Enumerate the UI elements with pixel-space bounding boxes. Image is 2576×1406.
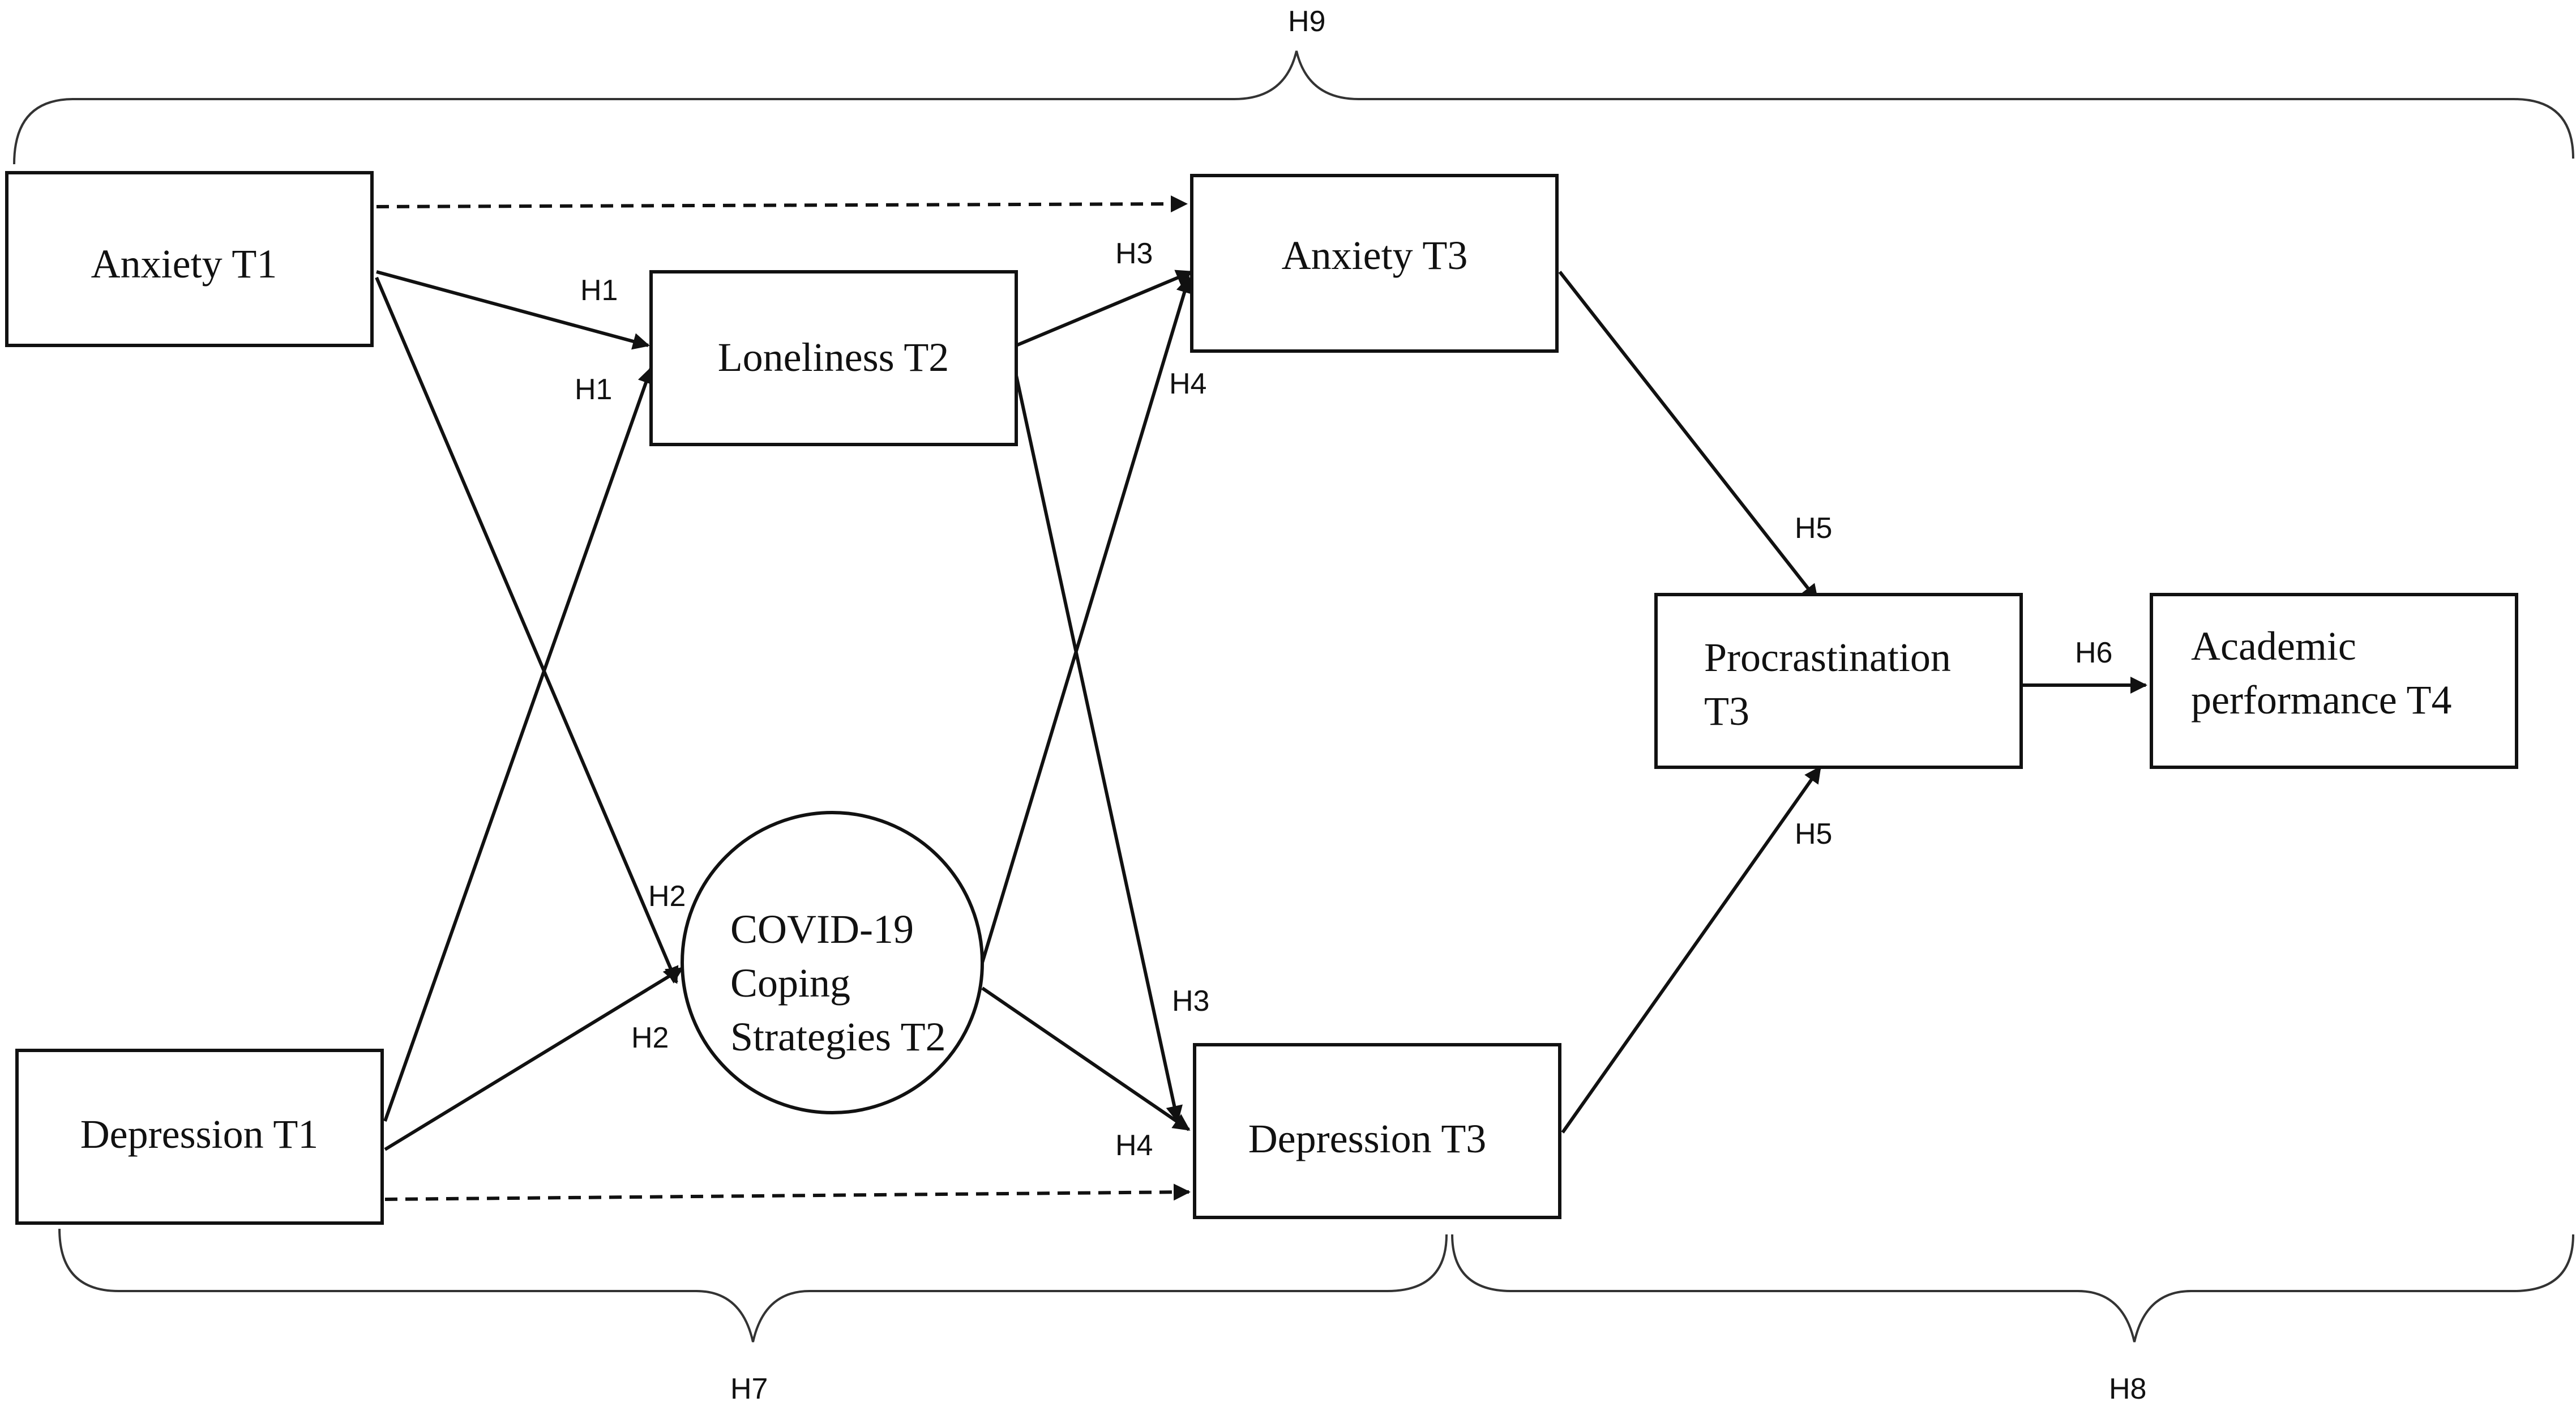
label-h2-lower: H2 (631, 1022, 669, 1054)
label-h7: H7 (730, 1373, 768, 1405)
label-h5-lower: H5 (1795, 818, 1832, 851)
node-coping-t2-label-line3: Strategies T2 (730, 1014, 946, 1059)
label-h3-upper: H3 (1115, 237, 1153, 270)
node-loneliness-t2-label: Loneliness T2 (718, 335, 949, 380)
edge-depression-t3-to-procrastination-t3 (1561, 766, 1822, 1134)
node-depression-t1: Depression T1 (15, 1049, 384, 1225)
node-academic-t4: Academic performance T4 (2150, 593, 2518, 769)
label-h1-upper: H1 (580, 274, 618, 307)
edge-depression-t1-to-loneliness-t2 (383, 366, 654, 1122)
node-procrastination-t3-label-line2: T3 (1704, 689, 1749, 734)
edge-loneliness-t2-to-anxiety-t3 (1015, 270, 1193, 347)
node-anxiety-t1-label: Anxiety T1 (91, 241, 277, 287)
node-procrastination-t3-label-line1: Procrastination (1704, 635, 1951, 680)
brace-h9 (13, 50, 2574, 165)
edge-anxiety-t1-to-coping-t2 (375, 276, 679, 984)
edge-depression-t1-to-depression-t3 (384, 1183, 1191, 1201)
label-h6: H6 (2075, 636, 2112, 669)
node-loneliness-t2: Loneliness T2 (649, 270, 1018, 446)
label-h9: H9 (1288, 5, 1325, 38)
node-procrastination-t3: Procrastination T3 (1654, 593, 2023, 769)
node-academic-t4-label-line1: Academic (2191, 623, 2356, 669)
edge-coping-t2-to-anxiety-t3 (981, 276, 1193, 963)
edge-anxiety-t1-to-anxiety-t3 (376, 195, 1188, 213)
label-h4-upper: H4 (1169, 367, 1206, 400)
node-coping-t2: COVID-19 Coping Strategies T2 (681, 811, 984, 1114)
label-h4-lower: H4 (1115, 1129, 1153, 1162)
node-academic-t4-label-line2: performance T4 (2191, 677, 2451, 723)
node-coping-t2-label-line2: Coping (730, 960, 850, 1006)
edge-anxiety-t3-to-procrastination-t3 (1558, 271, 1819, 602)
brace-h8 (1451, 1234, 2574, 1343)
edge-depression-t1-to-coping-t2 (384, 967, 684, 1151)
node-depression-t3: Depression T3 (1193, 1043, 1561, 1219)
brace-h7 (58, 1228, 1448, 1343)
node-anxiety-t3-label: Anxiety T3 (1282, 233, 1468, 278)
label-h1-lower: H1 (575, 373, 612, 406)
label-h3-lower: H3 (1172, 985, 1209, 1018)
node-depression-t3-label: Depression T3 (1248, 1116, 1487, 1161)
edge-coping-t2-to-depression-t3 (981, 986, 1191, 1131)
node-anxiety-t1: Anxiety T1 (5, 171, 374, 347)
edge-anxiety-t1-to-loneliness-t2 (376, 270, 650, 350)
node-depression-t1-label: Depression T1 (80, 1112, 319, 1157)
edge-loneliness-t2-to-depression-t3 (1012, 362, 1183, 1123)
label-h2-upper: H2 (648, 880, 686, 913)
node-anxiety-t3: Anxiety T3 (1190, 174, 1559, 353)
label-h5-upper: H5 (1795, 512, 1832, 545)
node-coping-t2-label-line1: COVID-19 (730, 907, 914, 952)
label-h8: H8 (2109, 1373, 2146, 1405)
